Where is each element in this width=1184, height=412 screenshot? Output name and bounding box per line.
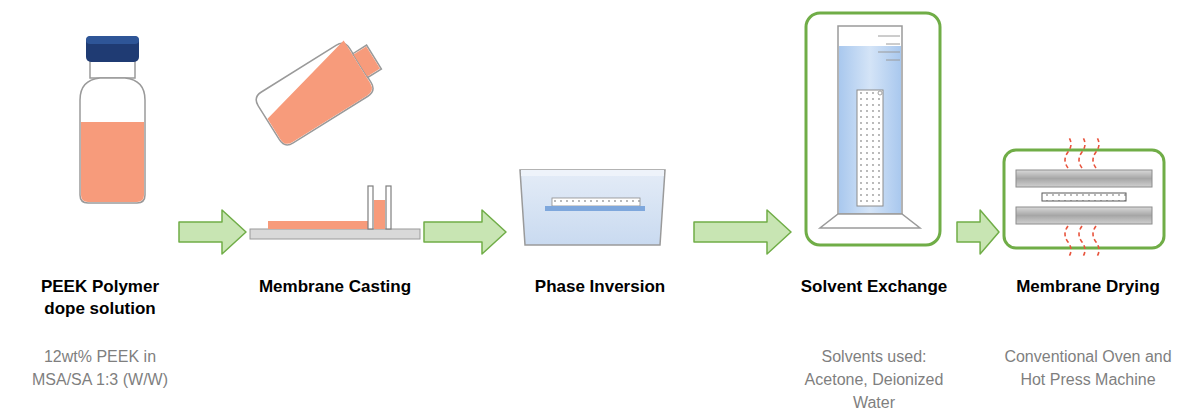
- step-title: Solvent Exchange: [795, 276, 953, 320]
- step-note: 12wt% PEEK in MSA/SA 1:3 (W/W): [25, 345, 175, 391]
- step-title: Membrane Casting: [250, 276, 420, 320]
- block-arrow: [179, 210, 246, 254]
- step-title: Membrane Drying: [1003, 276, 1173, 320]
- solvent-exchange-illustration: [806, 13, 940, 245]
- step-title: PEEK Polymer dope solution: [25, 276, 175, 320]
- process-step: PEEK Polymer dope solution 12wt% PEEK in …: [25, 0, 175, 391]
- process-step: Solvent ExchangeSolvents used: Acetone, …: [795, 0, 953, 412]
- casting-illustration: [250, 32, 420, 239]
- process-step: Membrane Casting: [250, 0, 420, 320]
- block-arrow: [694, 210, 791, 254]
- step-note: Solvents used: Acetone, Deionized Water: [795, 345, 953, 412]
- process-step: Phase Inversion: [510, 0, 690, 320]
- hot-press-illustration: [1004, 136, 1164, 258]
- block-arrow: [957, 210, 999, 254]
- process-step: Membrane DryingConventional Oven and Hot…: [1003, 0, 1173, 391]
- block-arrow: [424, 210, 506, 254]
- step-note: Conventional Oven and Hot Press Machine: [1003, 345, 1173, 391]
- dope-bottle: [80, 36, 145, 203]
- step-title: Phase Inversion: [510, 276, 690, 320]
- coagulation-bath: [520, 170, 665, 245]
